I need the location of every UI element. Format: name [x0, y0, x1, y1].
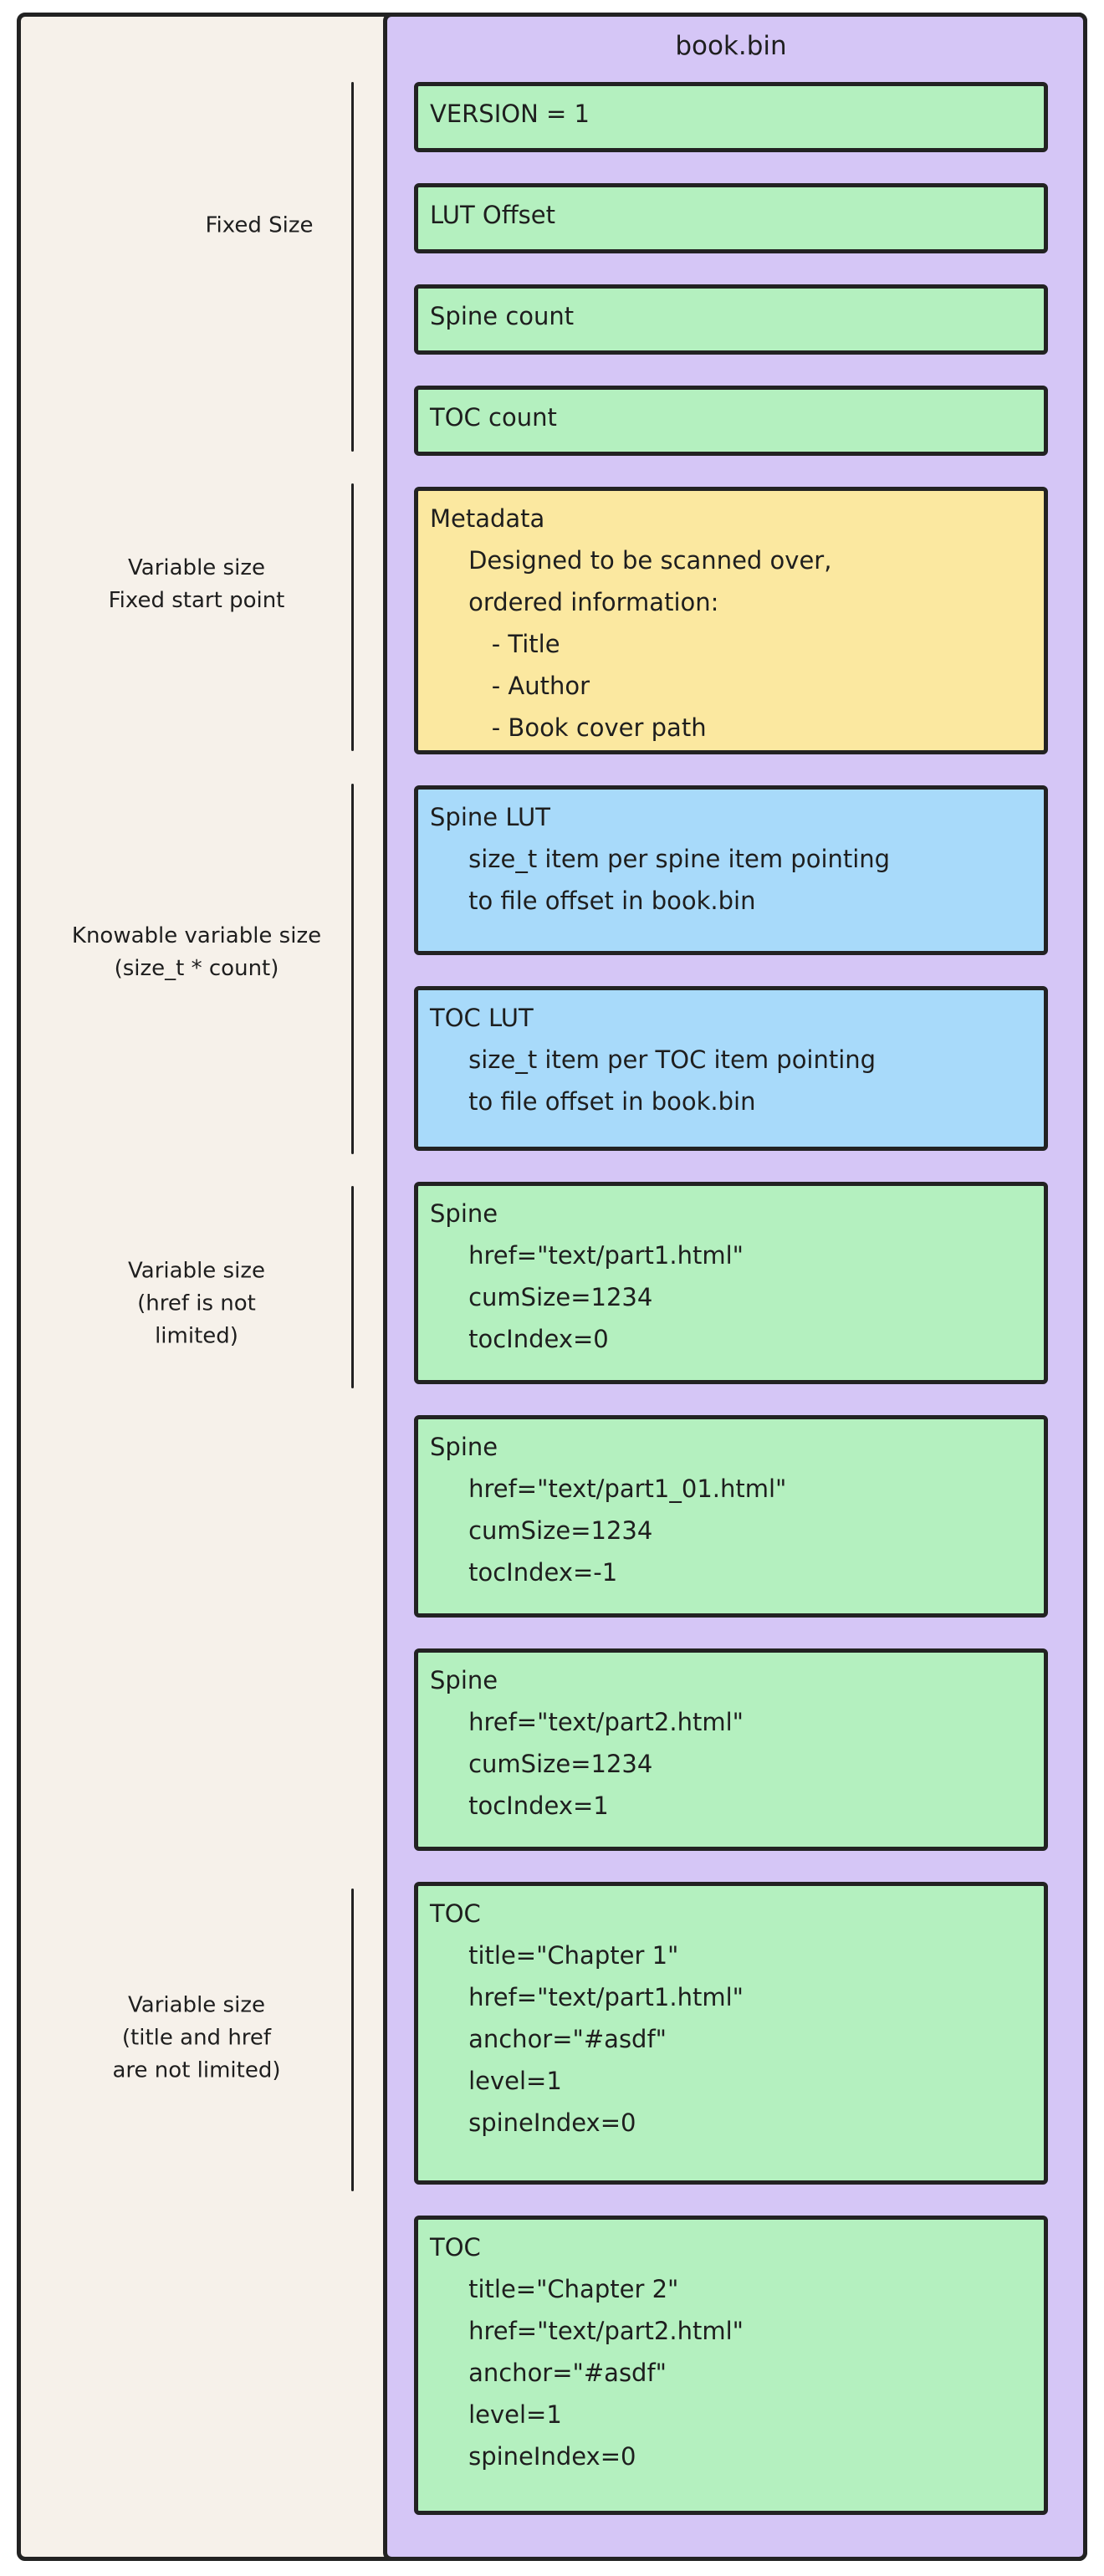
block-spine-1: Spine href="text/part1.html" cumSize=123… — [414, 1182, 1048, 1384]
block-spine-lut: Spine LUT size_t item per spine item poi… — [414, 785, 1048, 955]
bracket-variable-fixed-start — [351, 483, 354, 751]
bracket-variable-title-href — [351, 1889, 354, 2191]
block-version: VERSION = 1 — [414, 82, 1048, 152]
block-toc-2: TOC title="Chapter 2" href="text/part2.h… — [414, 2216, 1048, 2515]
block-spine-lut-text: Spine LUT size_t item per spine item poi… — [430, 803, 891, 915]
block-toc-1-text: TOC title="Chapter 1" href="text/part1.h… — [430, 1899, 744, 2137]
label-knowable-variable: Knowable variable size (size_t * count) — [71, 923, 322, 981]
bracket-knowable-variable — [351, 784, 354, 1154]
left-annotation-column: Fixed Size Variable size Fixed start poi… — [21, 17, 383, 2557]
block-spine-3: Spine href="text/part2.html" cumSize=123… — [414, 1648, 1048, 1851]
block-spine-count: Spine count — [414, 284, 1048, 355]
diagram-frame: Fixed Size Variable size Fixed start poi… — [17, 13, 1087, 2561]
panel-title: book.bin — [675, 31, 787, 61]
block-toc-count-text: TOC count — [430, 403, 557, 432]
block-lut-offset-text: LUT Offset — [430, 201, 555, 229]
block-lut-offset: LUT Offset — [414, 183, 1048, 253]
label-variable-fixed-start: Variable size Fixed start point — [108, 555, 285, 613]
block-spine-count-text: Spine count — [430, 302, 575, 330]
binary-layout-panel: book.bin VERSION = 1 LUT Offset Spine co… — [383, 13, 1087, 2561]
block-metadata: Metadata Designed to be scanned over, or… — [414, 487, 1048, 754]
bracket-variable-href — [351, 1186, 354, 1388]
block-spine-2: Spine href="text/part1_01.html" cumSize=… — [414, 1415, 1048, 1618]
block-spine-1-text: Spine href="text/part1.html" cumSize=123… — [430, 1199, 744, 1353]
bracket-fixed-size — [351, 82, 354, 452]
block-version-text: VERSION = 1 — [430, 100, 590, 128]
label-variable-title-href: Variable size (title and href are not li… — [112, 1992, 281, 2083]
block-spine-3-text: Spine href="text/part2.html" cumSize=123… — [430, 1666, 744, 1820]
block-toc-2-text: TOC title="Chapter 2" href="text/part2.h… — [430, 2233, 744, 2471]
block-toc-count: TOC count — [414, 386, 1048, 456]
block-metadata-text: Metadata Designed to be scanned over, or… — [430, 504, 832, 742]
block-toc-1: TOC title="Chapter 1" href="text/part1.h… — [414, 1882, 1048, 2185]
label-fixed-size: Fixed Size — [205, 212, 314, 238]
spacer — [414, 65, 1048, 82]
block-spine-2-text: Spine href="text/part1_01.html" cumSize=… — [430, 1433, 787, 1587]
label-variable-href: Variable size (href is not limited) — [128, 1258, 265, 1349]
block-toc-lut: TOC LUT size_t item per TOC item pointin… — [414, 986, 1048, 1151]
block-toc-lut-text: TOC LUT size_t item per TOC item pointin… — [430, 1004, 877, 1116]
